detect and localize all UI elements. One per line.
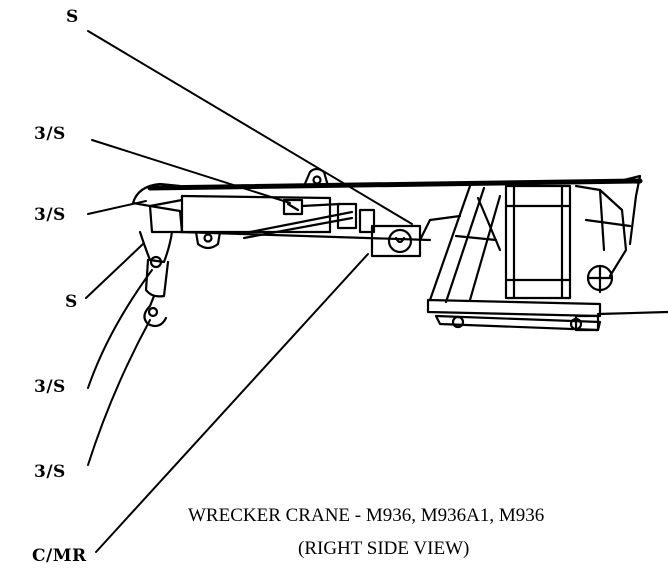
leader-c-mr (95, 253, 369, 553)
diagram-caption-line2: (RIGHT SIDE VIEW) (298, 538, 470, 559)
leader-mid-s (85, 243, 144, 299)
callout-top-s: S (66, 7, 79, 27)
leader-top-s (87, 30, 413, 225)
callout-lower-3s-b: 3/S (34, 462, 66, 482)
leader-upper-3s (91, 139, 291, 204)
callout-upper-3s: 3/S (34, 124, 66, 144)
leader-lines (85, 30, 413, 553)
callout-c-mr: C/MR (32, 546, 87, 566)
hook-block (138, 230, 174, 328)
diagram-caption-line1: WRECKER CRANE - M936, M936A1, M936 (188, 505, 545, 526)
crane-turret (426, 174, 668, 332)
leader-lower-3s-a (87, 269, 153, 389)
crane-boom (131, 167, 643, 258)
leader-lower-3s-b (87, 319, 151, 466)
callout-mid-s: S (65, 292, 78, 312)
callout-lower-3s-a: 3/S (34, 377, 66, 397)
callout-mid-3s: 3/S (34, 205, 66, 225)
